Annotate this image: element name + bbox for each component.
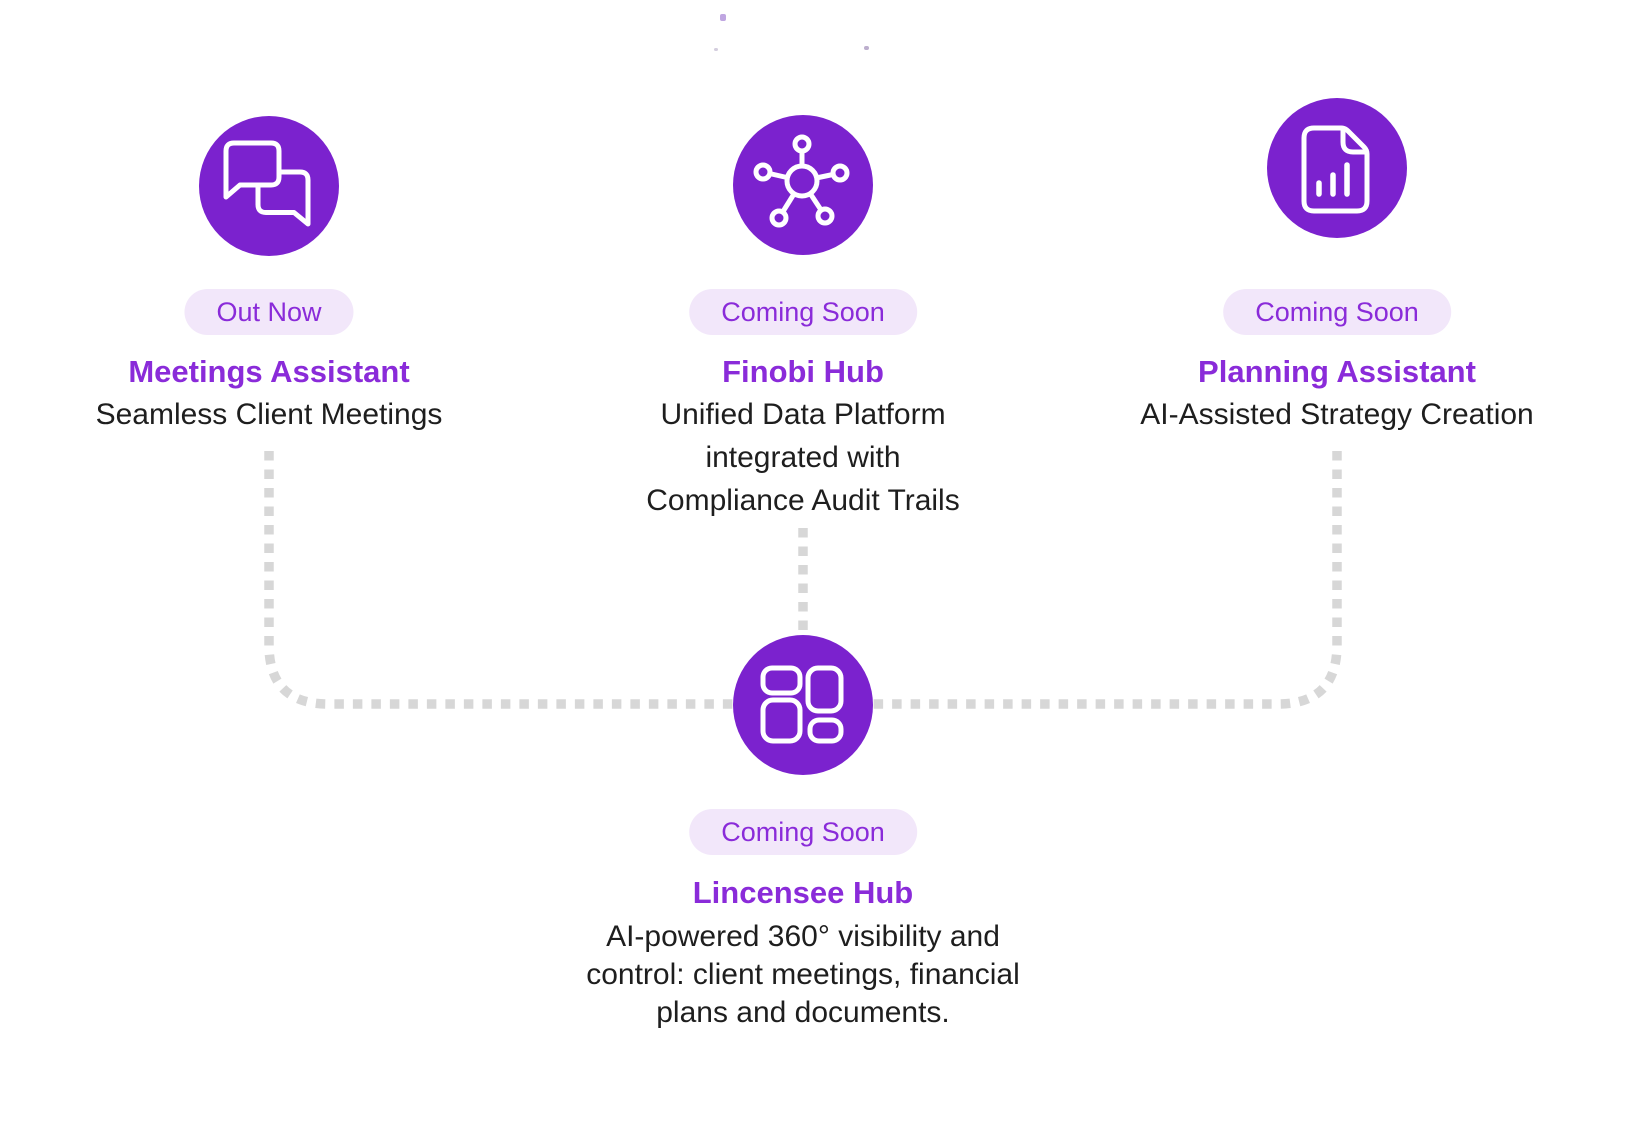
meetings-assistant-circle xyxy=(199,116,339,256)
stray-artifact xyxy=(714,48,718,51)
product-description: AI-powered 360° visibility and control: … xyxy=(586,920,1020,1029)
product-column-finobi-hub: Coming Soon Finobi Hub Unified Data Plat… xyxy=(543,0,1063,1146)
finobi-hub-circle xyxy=(733,115,873,255)
chat-bubbles-icon xyxy=(223,140,311,227)
stray-artifact xyxy=(864,46,869,50)
network-hub-icon xyxy=(753,134,850,228)
connector-right xyxy=(870,451,1342,709)
stray-artifact xyxy=(720,14,726,21)
product-description: AI-Assisted Strategy Creation xyxy=(1140,398,1534,431)
status-badge: Coming Soon xyxy=(689,809,917,855)
connector-left xyxy=(264,451,736,709)
product-column-planning-assistant: Coming Soon Planning Assistant AI-Assist… xyxy=(1077,0,1597,1146)
status-badge: Out Now xyxy=(184,289,354,335)
product-column-lincensee-hub: Coming Soon Lincensee Hub AI-powered 360… xyxy=(543,0,1063,1146)
product-title: Lincensee Hub xyxy=(692,875,914,910)
lincensee-hub-circle xyxy=(733,635,873,775)
product-description: Seamless Client Meetings xyxy=(95,398,443,431)
planning-assistant-circle xyxy=(1267,98,1407,238)
product-description: Unified Data Platform integrated with Co… xyxy=(646,398,960,517)
product-column-meetings-assistant: Out Now Meetings Assistant Seamless Clie… xyxy=(9,0,529,1146)
dashboard-grid-icon xyxy=(760,665,844,744)
status-badge: Coming Soon xyxy=(1223,289,1451,335)
document-chart-icon xyxy=(1301,125,1370,214)
product-title: Planning Assistant xyxy=(1198,354,1476,389)
status-badge: Coming Soon xyxy=(689,289,917,335)
product-title: Finobi Hub xyxy=(722,354,884,389)
product-title: Meetings Assistant xyxy=(128,354,410,389)
